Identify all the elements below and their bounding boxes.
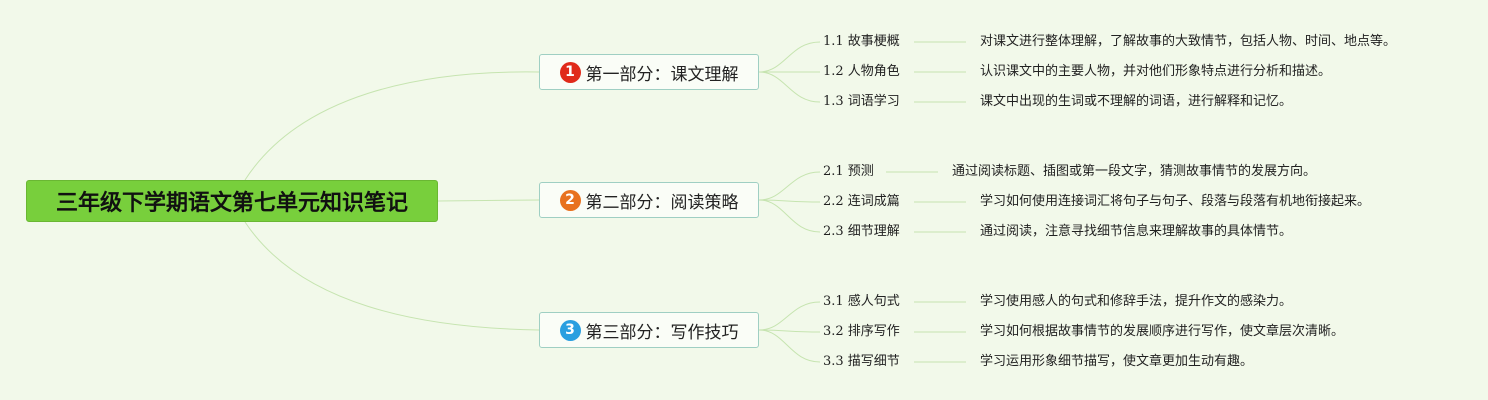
subtopic-label[interactable]: 3.1 感人句式 xyxy=(823,294,900,309)
branch-title: 第三部分：写作技巧 xyxy=(585,322,739,343)
subtopic-description[interactable]: 对课文进行整体理解，了解故事的大致情节，包括人物、时间、地点等。 xyxy=(980,34,1397,49)
subtopic-description[interactable]: 学习运用形象细节描写，使文章更加生动有趣。 xyxy=(980,354,1254,369)
root-branch-connector xyxy=(437,199,540,202)
root-branch-connector xyxy=(244,71,540,181)
subtopic-description[interactable]: 认识课文中的主要人物，并对他们形象特点进行分析和描述。 xyxy=(980,64,1332,79)
subtopic-description[interactable]: 课文中出现的生词或不理解的词语，进行解释和记忆。 xyxy=(980,94,1293,109)
branch-title: 第一部分：课文理解 xyxy=(585,64,739,85)
subtopic-description[interactable]: 通过阅读标题、插图或第一段文字，猜测故事情节的发展方向。 xyxy=(952,164,1317,179)
branch-leaf-connector xyxy=(758,171,821,201)
branch-leaf-connector xyxy=(758,199,821,203)
subtopic-label[interactable]: 3.3 描写细节 xyxy=(823,354,900,369)
branch-topic-3[interactable]: 3 第三部分：写作技巧 xyxy=(539,312,759,348)
root-title: 三年级下学期语文第七单元知识笔记 xyxy=(55,191,408,216)
subtopic-description[interactable]: 通过阅读，注意寻找细节信息来理解故事的具体情节。 xyxy=(980,224,1293,239)
subtopic-description[interactable]: 学习如何使用连接词汇将句子与句子、段落与段落有机地衔接起来。 xyxy=(980,194,1371,209)
branch-leaf-connector xyxy=(758,199,821,233)
number-marker-icon: 3 xyxy=(559,319,581,341)
subtopic-label[interactable]: 2.3 细节理解 xyxy=(823,224,900,239)
subtopic-description[interactable]: 学习如何根据故事情节的发展顺序进行写作，使文章层次清晰。 xyxy=(980,324,1345,339)
branch-topic-2[interactable]: 2 第二部分：阅读策略 xyxy=(539,182,759,218)
branch-leaf-connector xyxy=(758,329,821,363)
subtopic-label[interactable]: 1.2 人物角色 xyxy=(823,64,900,79)
subtopic-label[interactable]: 3.2 排序写作 xyxy=(823,324,900,339)
root-branch-connector xyxy=(244,221,540,331)
branch-leaf-connector xyxy=(758,41,821,73)
branch-title: 第二部分：阅读策略 xyxy=(585,192,739,213)
branch-leaf-connector xyxy=(758,71,821,103)
branch-leaf-connector xyxy=(758,301,821,331)
branch-leaf-connector xyxy=(758,329,821,333)
subtopic-label[interactable]: 1.3 词语学习 xyxy=(823,94,900,109)
branch-topic-1[interactable]: 1 第一部分：课文理解 xyxy=(539,54,759,90)
number-marker-icon: 1 xyxy=(559,61,581,83)
subtopic-description[interactable]: 学习使用感人的句式和修辞手法，提升作文的感染力。 xyxy=(980,294,1293,309)
number-marker-icon: 2 xyxy=(559,189,581,211)
subtopic-label[interactable]: 1.1 故事梗概 xyxy=(823,34,900,49)
root-topic[interactable]: 三年级下学期语文第七单元知识笔记 xyxy=(26,180,438,222)
subtopic-label[interactable]: 2.2 连词成篇 xyxy=(823,194,900,209)
subtopic-label[interactable]: 2.1 预测 xyxy=(823,164,874,179)
